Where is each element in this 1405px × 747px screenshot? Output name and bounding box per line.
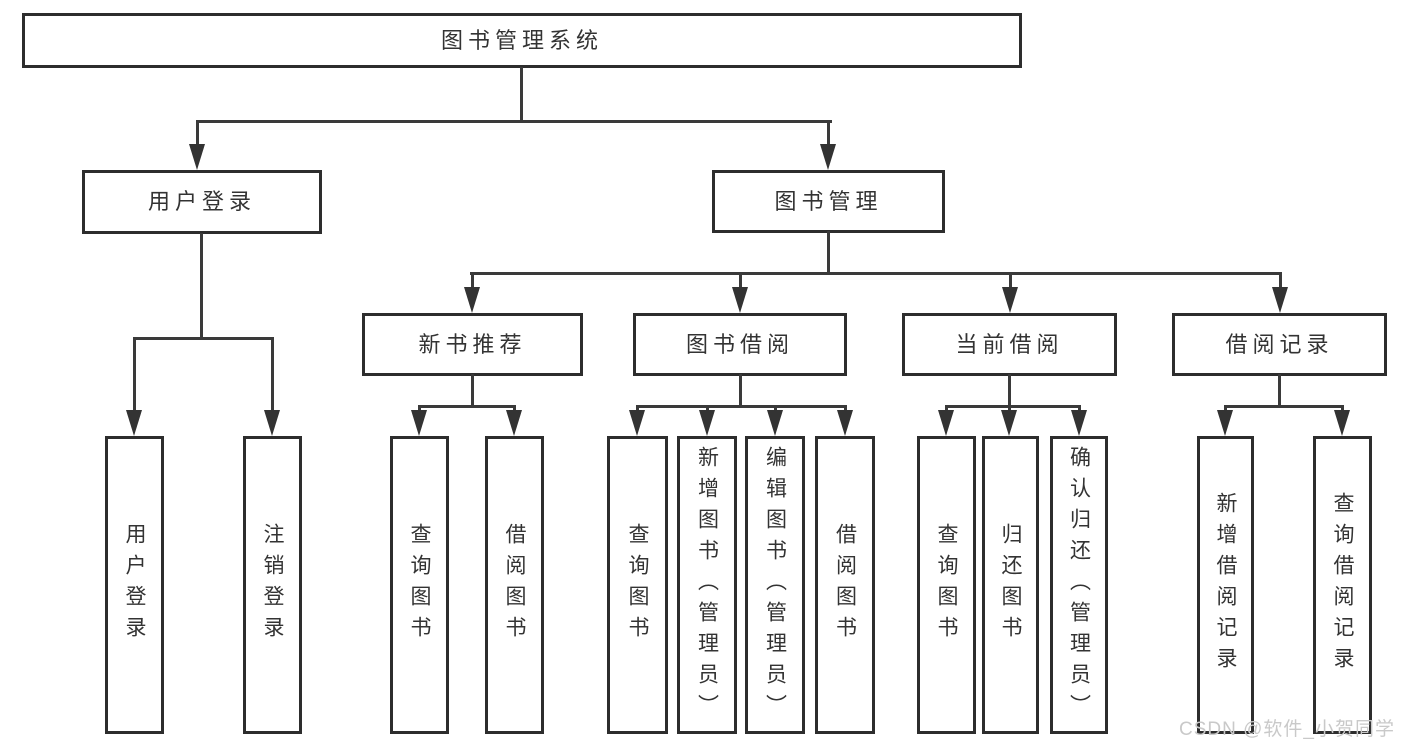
arrowhead bbox=[699, 410, 715, 436]
leaf-label: 查询图书 bbox=[626, 523, 650, 647]
node-borrow-record-label: 借阅记录 bbox=[1225, 331, 1334, 357]
connector-line bbox=[1078, 405, 1081, 414]
leaf-label: 借阅图书 bbox=[503, 523, 527, 647]
node-leaf-user-login: 用户登录 bbox=[105, 436, 164, 734]
arrowhead bbox=[767, 410, 783, 436]
node-leaf-query-record: 查询借阅记录 bbox=[1313, 436, 1372, 734]
arrowhead bbox=[126, 410, 142, 436]
connector-line bbox=[1341, 405, 1344, 414]
node-leaf-confirm-return: 确认归还（管理员） bbox=[1050, 436, 1108, 734]
leaf-label: 编辑图书（管理员） bbox=[763, 445, 787, 725]
arrowhead bbox=[938, 410, 954, 436]
node-leaf-return-book: 归还图书 bbox=[982, 436, 1039, 734]
connector-line bbox=[1008, 405, 1011, 414]
connector-line bbox=[739, 272, 742, 290]
node-leaf-borrow-book-2: 借阅图书 bbox=[815, 436, 875, 734]
connector-current-borrow-split bbox=[945, 405, 1081, 408]
node-leaf-add-book: 新增图书（管理员） bbox=[677, 436, 737, 734]
arrowhead bbox=[189, 144, 205, 170]
arrowhead bbox=[464, 287, 480, 313]
node-new-book-rec: 新书推荐 bbox=[362, 313, 583, 376]
leaf-label: 查询图书 bbox=[408, 523, 432, 647]
arrowhead bbox=[264, 410, 280, 436]
connector-user-login-split bbox=[133, 337, 274, 340]
arrowhead bbox=[411, 410, 427, 436]
leaf-label: 查询图书 bbox=[935, 523, 959, 647]
node-leaf-logout: 注销登录 bbox=[243, 436, 302, 734]
connector-line bbox=[196, 120, 199, 148]
leaf-label: 新增图书（管理员） bbox=[695, 445, 719, 725]
connector-book-mgmt-split bbox=[470, 272, 1282, 275]
connector-line bbox=[706, 405, 709, 414]
node-leaf-query-book-1: 查询图书 bbox=[390, 436, 449, 734]
node-current-borrow-label: 当前借阅 bbox=[955, 331, 1064, 357]
node-book-mgmt: 图书管理 bbox=[712, 170, 945, 233]
connector-new-book-rec-split bbox=[418, 405, 516, 408]
arrowhead bbox=[1071, 410, 1087, 436]
connector-borrow-record-split bbox=[1224, 405, 1344, 408]
node-leaf-query-book-3: 查询图书 bbox=[917, 436, 976, 734]
connector-line bbox=[844, 405, 847, 414]
node-root-label: 图书管理系统 bbox=[440, 27, 603, 53]
leaf-label: 用户登录 bbox=[123, 523, 147, 647]
leaf-label: 借阅图书 bbox=[833, 523, 857, 647]
connector-line bbox=[827, 120, 830, 148]
arrowhead bbox=[1334, 410, 1350, 436]
arrowhead bbox=[1002, 287, 1018, 313]
arrowhead bbox=[820, 144, 836, 170]
csdn-watermark: CSDN @软件_小贺同学 bbox=[1179, 719, 1395, 740]
node-book-borrow-label: 图书借阅 bbox=[685, 331, 794, 357]
arrowhead bbox=[506, 410, 522, 436]
leaf-label: 新增借阅记录 bbox=[1214, 492, 1238, 678]
node-borrow-record: 借阅记录 bbox=[1172, 313, 1387, 376]
connector-book-borrow-split bbox=[636, 405, 847, 408]
node-book-mgmt-label: 图书管理 bbox=[774, 188, 883, 214]
connector-line bbox=[271, 337, 274, 413]
connector-user-login-stem bbox=[200, 233, 203, 337]
connector-line bbox=[1224, 405, 1227, 414]
leaf-label: 归还图书 bbox=[999, 523, 1023, 647]
leaf-label: 注销登录 bbox=[261, 523, 285, 647]
connector-line bbox=[945, 405, 948, 414]
node-root: 图书管理系统 bbox=[22, 13, 1022, 68]
node-user-login: 用户登录 bbox=[82, 170, 322, 234]
arrowhead bbox=[837, 410, 853, 436]
connector-line bbox=[471, 272, 474, 290]
connector-book-mgmt-stem bbox=[827, 231, 830, 275]
node-book-borrow: 图书借阅 bbox=[633, 313, 847, 376]
arrowhead bbox=[732, 287, 748, 313]
node-new-book-rec-label: 新书推荐 bbox=[418, 331, 527, 357]
connector-line bbox=[133, 337, 136, 413]
node-leaf-query-book-2: 查询图书 bbox=[607, 436, 668, 734]
arrowhead bbox=[1001, 410, 1017, 436]
node-leaf-borrow-book-1: 借阅图书 bbox=[485, 436, 544, 734]
connector-current-borrow-stem bbox=[1008, 374, 1011, 408]
connector-borrow-record-stem bbox=[1278, 374, 1281, 408]
arrowhead bbox=[629, 410, 645, 436]
connector-line bbox=[418, 405, 421, 414]
connector-line bbox=[513, 405, 516, 414]
node-leaf-edit-book: 编辑图书（管理员） bbox=[745, 436, 805, 734]
node-user-login-label: 用户登录 bbox=[147, 189, 256, 214]
node-current-borrow: 当前借阅 bbox=[902, 313, 1117, 376]
arrowhead bbox=[1272, 287, 1288, 313]
connector-line bbox=[636, 405, 639, 414]
arrowhead bbox=[1217, 410, 1233, 436]
connector-root-stem bbox=[520, 67, 523, 121]
connector-line bbox=[774, 405, 777, 414]
leaf-label: 确认归还（管理员） bbox=[1067, 445, 1091, 725]
leaf-label: 查询借阅记录 bbox=[1331, 492, 1355, 678]
node-leaf-add-record: 新增借阅记录 bbox=[1197, 436, 1254, 734]
connector-new-book-rec-stem bbox=[471, 374, 474, 408]
connector-line bbox=[1279, 272, 1282, 290]
connector-root-split bbox=[196, 120, 832, 123]
connector-line bbox=[1009, 272, 1012, 290]
connector-book-borrow-stem bbox=[739, 374, 742, 408]
